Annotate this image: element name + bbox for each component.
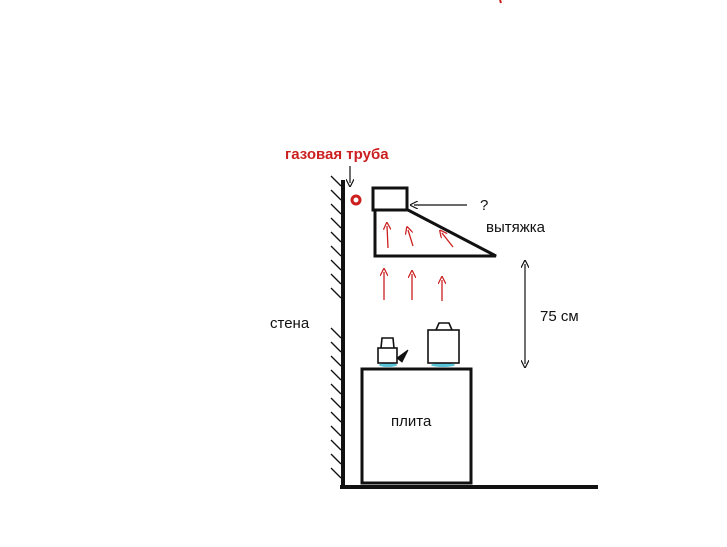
kettle-body	[377, 347, 398, 364]
stove: плита	[360, 367, 473, 485]
hood-label: вытяжка	[486, 219, 546, 236]
pot	[427, 322, 460, 367]
wall-label: стена	[270, 315, 310, 332]
kettle	[377, 337, 409, 367]
airflow-arrow	[387, 226, 388, 249]
kettle-handle	[380, 337, 395, 349]
hood-duct-box	[371, 186, 409, 212]
airflow-arrow	[442, 233, 454, 248]
kettle-spout	[396, 349, 409, 363]
stove-body	[360, 367, 473, 485]
hood: ? вытяжка	[371, 186, 546, 258]
airflow-arrows-inside-hood	[387, 226, 454, 249]
wall-hatching	[330, 175, 342, 479]
gas-pipe-label: газовая труба	[285, 146, 389, 163]
airflow-arrows-below-hood	[384, 272, 442, 301]
gas-pipe-marker	[350, 194, 362, 206]
gas-pipe: газовая труба	[285, 146, 389, 206]
pot-handle	[435, 322, 453, 331]
question-mark: ?	[480, 197, 488, 214]
distance-label: 75 см	[540, 308, 579, 325]
wall	[330, 175, 345, 488]
airflow-arrow	[408, 230, 414, 247]
pot-flame	[431, 363, 455, 367]
hood-body	[373, 208, 497, 258]
pot-body	[427, 329, 460, 364]
kettle-flame	[379, 363, 397, 367]
red-top-mark	[499, 0, 502, 4]
stove-label: плита	[391, 413, 432, 430]
distance-dimension: 75 см	[525, 264, 579, 364]
